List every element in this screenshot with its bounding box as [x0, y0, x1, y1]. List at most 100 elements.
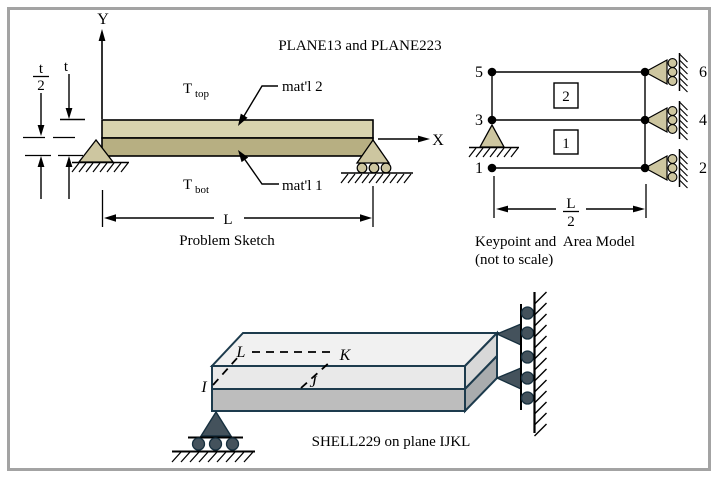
shell-roller-triangle [199, 410, 233, 437]
corner-k-label: K [339, 347, 352, 364]
t-half-arrowhead-up [37, 156, 45, 167]
half-length-numerator: L [566, 196, 575, 212]
temp-bottom-subscript: bot [195, 184, 209, 196]
corner-i-label: I [200, 379, 207, 396]
roller-support-keypoint-6: 6 [640, 53, 707, 93]
roller-wheel [380, 162, 392, 174]
shell229-sketch: I L K J SHELL229 on plane IJKL [171, 291, 547, 463]
shell-ground-hatching [171, 451, 254, 463]
wall-roller-wheel [520, 326, 535, 340]
keypoint-area-model: 5 3 1 6 4 [468, 53, 707, 268]
roller-wheel [667, 124, 678, 134]
roller-triangle [643, 154, 668, 182]
wall-roller-wheel [520, 371, 535, 385]
keypoint-5-label: 5 [475, 64, 483, 81]
material-1-label: mat'l 1 [282, 178, 323, 194]
half-length-arrowhead-right [633, 205, 645, 213]
keypoint-model-note: (not to scale) [475, 252, 553, 268]
keypoint-5-dot [487, 67, 497, 77]
x-axis-arrowhead [418, 135, 430, 143]
length-label: L [223, 212, 232, 228]
shell-beam-front-top-layer [211, 365, 466, 390]
shell-roller-wheel [225, 437, 240, 451]
shell-caption: SHELL229 on plane IJKL [312, 434, 471, 450]
roller-wheel [667, 58, 678, 68]
t-half-numerator: t [39, 61, 44, 77]
material-2-label: mat'l 2 [282, 79, 323, 95]
keypoint-3-label: 3 [475, 112, 483, 129]
roller-ground-hatching [340, 173, 412, 184]
keypoint-3-dot [487, 115, 497, 125]
half-length-arrowhead-left [496, 205, 508, 213]
material-2-leader-arrowhead [238, 113, 248, 126]
corner-j-label: J [309, 374, 317, 391]
plane-edge-i-l-dashed [212, 355, 240, 386]
wall-roller-wheel [520, 350, 535, 364]
shell-roller-wheel [208, 437, 223, 451]
material-1-leader-arrowhead [238, 150, 249, 163]
keypoint-6-dot [640, 67, 650, 77]
keypoint-4-dot [640, 115, 650, 125]
keypoint-pin-support [478, 123, 506, 148]
area-1-box [553, 129, 579, 155]
keypoint-1-label: 1 [475, 160, 483, 177]
shell-roller-wheel [191, 437, 206, 451]
element-types-title: PLANE13 and PLANE223 [278, 38, 441, 54]
corner-l-label: L [236, 344, 246, 361]
roller-wheel [667, 172, 678, 182]
wall-roller-triangle-bottom [495, 367, 522, 391]
t-half-denominator: 2 [37, 78, 45, 94]
keypoint-model-caption: Keypoint and Area Model [475, 234, 635, 250]
area-1-label: 1 [562, 136, 570, 152]
length-arrowhead-left [104, 214, 116, 222]
keypoint-6-label: 6 [699, 64, 707, 81]
roller-wheel [368, 162, 380, 174]
roller-wheel [667, 154, 678, 164]
problem-sketch: PLANE13 and PLANE223 Y X t t 2 [23, 11, 444, 249]
temp-top-base: T [183, 81, 192, 97]
roller-wheel [667, 163, 678, 173]
page-frame [7, 7, 711, 471]
t-half-arrowhead-down [37, 125, 45, 136]
area-2-box [553, 82, 579, 109]
y-axis-label: Y [97, 11, 109, 28]
keypoint-4-label: 4 [699, 112, 707, 129]
half-length-denominator: 2 [567, 214, 575, 230]
area-2-label: 2 [562, 89, 570, 105]
shell-beam-front-bottom-layer [211, 388, 466, 412]
t-arrowhead-up [65, 156, 73, 167]
roller-wheel [667, 106, 678, 116]
wall-roller-wheel [520, 306, 535, 320]
roller-support-keypoint-4: 4 [640, 101, 707, 141]
roller-support-keypoint-2: 2 [640, 149, 707, 189]
t-arrowhead-down [65, 108, 73, 119]
shell-beam-top-face [209, 332, 500, 367]
keypoint-pin-ground-hatching [468, 147, 519, 158]
keypoint-2-dot [640, 163, 650, 173]
wall-hatching [679, 101, 688, 141]
roller-wheel [667, 76, 678, 86]
wall-hatching [534, 291, 547, 437]
y-axis-arrowhead [98, 29, 106, 41]
roller-triangle [643, 58, 668, 86]
temp-top-subscript: top [195, 88, 210, 100]
beam-top-layer [101, 119, 374, 139]
wall-hatching [679, 53, 688, 93]
thickness-label: t [64, 59, 69, 75]
roller-triangle [643, 106, 668, 134]
roller-wheel [356, 162, 368, 174]
roller-wheel [667, 115, 678, 125]
beam-bottom-layer [101, 137, 374, 157]
roller-wheel [667, 67, 678, 77]
length-arrowhead-right [360, 214, 372, 222]
pin-ground-hatching [71, 162, 129, 173]
keypoint-1-dot [487, 163, 497, 173]
x-axis-label: X [432, 132, 444, 149]
plane-edge-j-k-dashed [300, 360, 332, 389]
keypoint-2-label: 2 [699, 160, 707, 177]
wall-roller-wheel [520, 391, 535, 405]
material-1-leader-line [240, 153, 279, 185]
temp-bottom-base: T [183, 177, 192, 193]
